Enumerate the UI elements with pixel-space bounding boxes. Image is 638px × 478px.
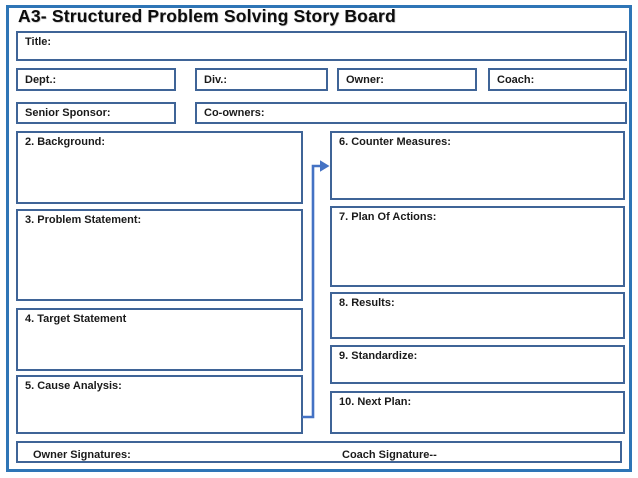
next-plan-section-label: 10. Next Plan: — [339, 396, 412, 408]
dept-field-label: Dept.: — [25, 73, 57, 86]
co-owners-field[interactable]: Co-owners: — [195, 102, 627, 124]
div-field-label: Div.: — [204, 73, 228, 86]
standardize-section[interactable]: 9. Standardize: — [330, 345, 625, 384]
div-field[interactable]: Div.: — [195, 68, 328, 91]
page-title: A3- Structured Problem Solving Story Boa… — [18, 6, 396, 26]
coach-signature-label: Coach Signature-- — [342, 449, 437, 461]
standardize-section-label: 9. Standardize: — [339, 350, 418, 362]
counter-measures-section[interactable]: 6. Counter Measures: — [330, 131, 625, 200]
owner-field-label: Owner: — [346, 73, 384, 86]
coach-field[interactable]: Coach: — [488, 68, 627, 91]
owner-signatures-label: Owner Signatures: — [33, 449, 131, 461]
co-owners-field-label: Co-owners: — [204, 107, 265, 119]
target-statement-section-label: 4. Target Statement — [25, 313, 127, 325]
title-field[interactable]: Title: — [16, 31, 627, 61]
senior-sponsor-field[interactable]: Senior Sponsor: — [16, 102, 176, 124]
results-section[interactable]: 8. Results: — [330, 292, 625, 339]
problem-statement-section[interactable]: 3. Problem Statement: — [16, 209, 303, 301]
cause-analysis-section-label: 5. Cause Analysis: — [25, 380, 122, 392]
owner-field[interactable]: Owner: — [337, 68, 477, 91]
title-field-label: Title: — [25, 36, 52, 48]
signatures-field[interactable]: Owner Signatures: Coach Signature-- — [16, 441, 622, 463]
background-section[interactable]: 2. Background: — [16, 131, 303, 204]
target-statement-section[interactable]: 4. Target Statement — [16, 308, 303, 371]
plan-of-actions-section[interactable]: 7. Plan Of Actions: — [330, 206, 625, 287]
background-section-label: 2. Background: — [25, 136, 106, 148]
coach-field-label: Coach: — [497, 73, 535, 86]
cause-analysis-section[interactable]: 5. Cause Analysis: — [16, 375, 303, 434]
problem-statement-section-label: 3. Problem Statement: — [25, 214, 142, 226]
senior-sponsor-field-label: Senior Sponsor: — [25, 107, 111, 119]
results-section-label: 8. Results: — [339, 297, 395, 309]
next-plan-section[interactable]: 10. Next Plan: — [330, 391, 625, 434]
dept-field[interactable]: Dept.: — [16, 68, 176, 91]
counter-measures-section-label: 6. Counter Measures: — [339, 136, 451, 148]
plan-of-actions-section-label: 7. Plan Of Actions: — [339, 211, 437, 223]
